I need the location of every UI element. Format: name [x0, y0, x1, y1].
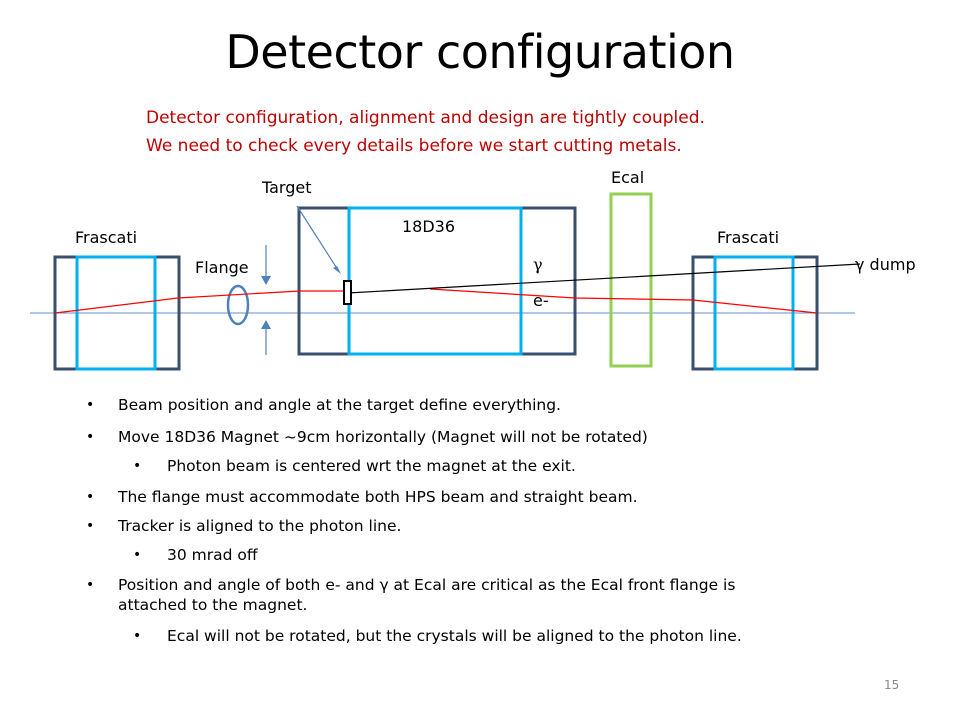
beam-in-trajectory — [54, 290, 348, 314]
bullet-dot-icon: • — [86, 397, 95, 413]
flange-arrow-top-head — [261, 276, 271, 285]
flange-label: Flange — [195, 258, 249, 277]
bullet-item: •Position and angle of both e- and γ at … — [86, 576, 736, 594]
bullet-item-continuation: attached to the magnet. — [118, 596, 308, 614]
gamma-dump-label: γ dump — [855, 255, 916, 274]
sub-bullet-item: •Photon beam is centered wrt the magnet … — [133, 457, 576, 475]
bullet-dot-icon: • — [86, 429, 95, 445]
bullet-dot-icon: • — [86, 518, 95, 534]
sub-bullet-item: •30 mrad off — [133, 546, 258, 564]
bullet-dot-icon: • — [133, 547, 142, 563]
frascati-left-label: Frascati — [75, 228, 138, 247]
electron-label: e- — [533, 291, 549, 310]
bullet-item: •Tracker is aligned to the photon line. — [86, 517, 402, 535]
ecal-label: Ecal — [611, 168, 645, 187]
bullet-dot-icon: • — [86, 489, 95, 505]
frascati-right-label: Frascati — [717, 228, 780, 247]
bullet-dot-icon: • — [133, 628, 142, 644]
bullet-item: •The flange must accommodate both HPS be… — [86, 488, 638, 506]
frascati-left-gap — [75, 255, 157, 371]
gamma-label: γ — [533, 255, 543, 274]
flange-arrow-bottom-head — [261, 320, 271, 329]
frascati-right-gap — [713, 255, 795, 371]
note-line-1: Detector configuration, alignment and de… — [146, 108, 705, 128]
bullet-item: •Move 18D36 Magnet ~9cm horizontally (Ma… — [86, 428, 648, 446]
electron-trajectory — [429, 288, 818, 314]
slide-title: Detector configuration — [225, 25, 735, 79]
note-line-2: We need to check every details before we… — [146, 136, 682, 156]
magnet-label: 18D36 — [402, 217, 456, 236]
sub-bullet-item: •Ecal will not be rotated, but the cryst… — [133, 627, 742, 645]
target-label: Target — [262, 178, 312, 197]
detector-diagram — [30, 192, 861, 371]
target-block — [343, 280, 352, 305]
bullet-dot-icon: • — [133, 458, 142, 474]
page-number: 15 — [884, 678, 900, 692]
photon-line — [347, 263, 861, 294]
target-pointer-arrowhead — [333, 266, 341, 274]
bullet-item: •Beam position and angle at the target d… — [86, 396, 561, 414]
ecal-box — [609, 192, 653, 368]
target-pointer — [296, 205, 339, 271]
flange-ellipse — [226, 284, 250, 326]
bullet-dot-icon: • — [86, 577, 95, 593]
